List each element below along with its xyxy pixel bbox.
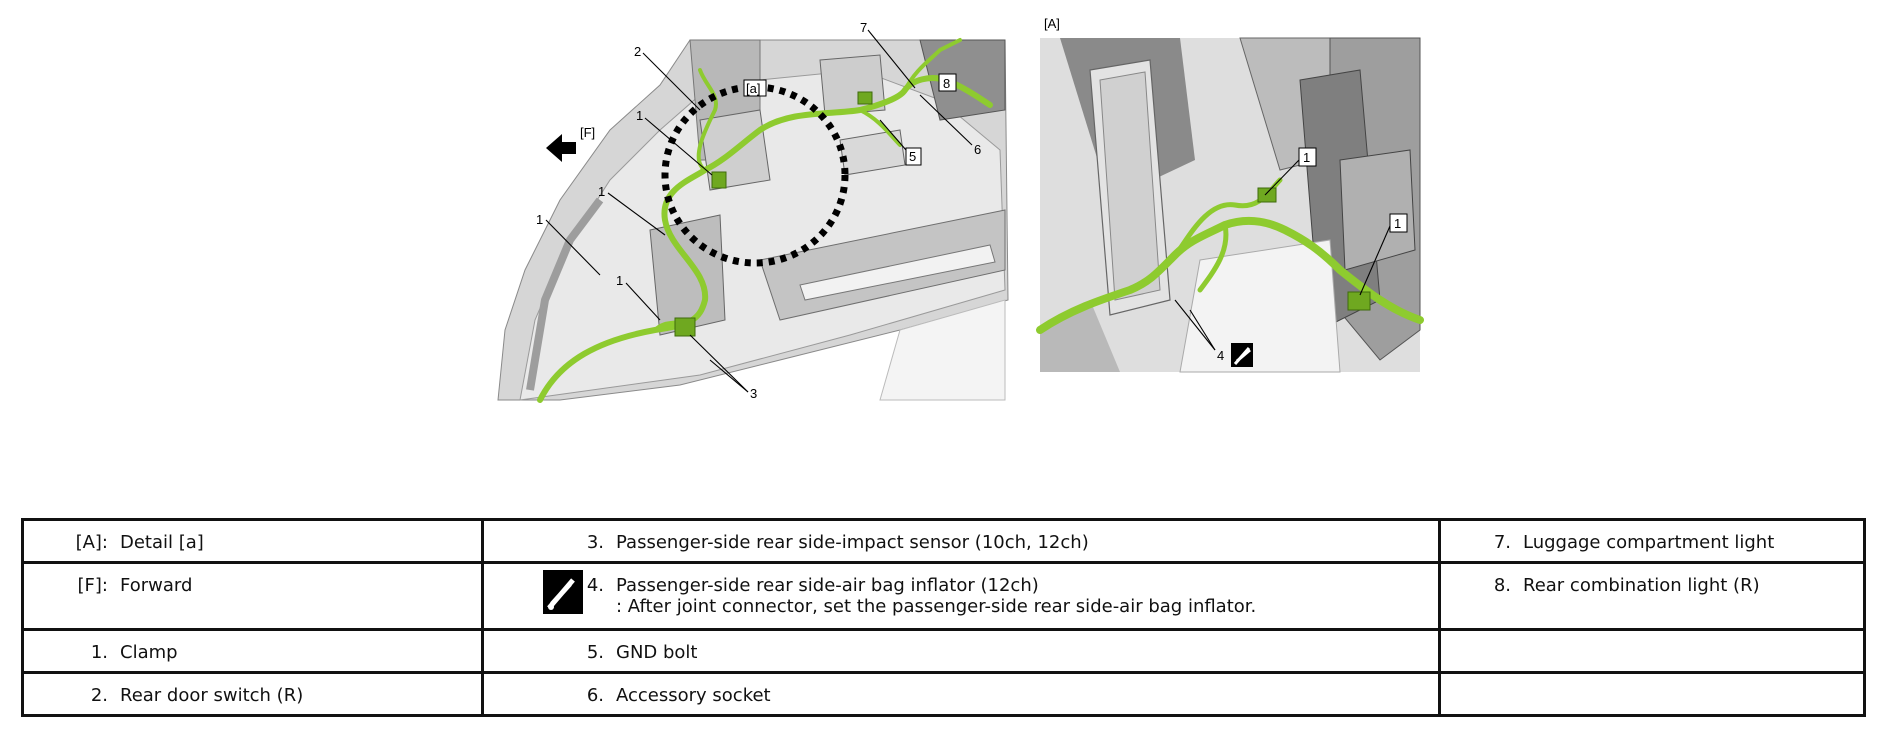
callout-1-a: 1 [636,108,643,123]
callout-1-f: 1 [1394,216,1401,231]
legend-key: 6. [586,685,604,706]
legend-key: [A]: [75,532,108,553]
legend-key: [F]: [77,575,108,596]
legend-key: 2. [90,685,108,706]
detail-a-callout: [a] [746,81,760,96]
legend-text: GND bolt [616,642,698,663]
callout-2: 2 [634,44,641,59]
callout-8: 8 [943,76,950,91]
legend-text: Accessory socket [616,685,771,706]
harness-routing-illustration: [F] [a] 2 1 1 1 1 3 7 8 6 5 [A] [497,16,1424,403]
legend-text: Luggage compartment light [1523,532,1775,553]
main-view: [F] [a] 2 1 1 1 1 3 7 8 6 5 [497,20,1009,403]
legend-key: 8. [1493,575,1511,596]
legend-note: : After joint connector, set the passeng… [616,596,1257,617]
detail-view-a: [A] 1 1 4 [1036,16,1424,373]
callout-3: 3 [750,386,757,401]
callout-1-e: 1 [1303,150,1310,165]
legend-text: Clamp [120,642,178,663]
legend-key: 4. [586,575,604,596]
callout-5: 5 [909,149,916,164]
callout-1-c: 1 [536,212,543,227]
callout-1-b: 1 [598,184,605,199]
parts-legend-table: [A]: Detail [a] 3. Passenger-side rear sid… [21,518,1866,717]
legend-text: Passenger-side rear side-air bag inflato… [616,575,1039,596]
panel-a-label: [A] [1044,16,1060,31]
forward-arrow-icon [546,134,576,162]
legend-text: Rear door switch (R) [120,685,304,706]
callout-7: 7 [860,20,867,35]
legend-text: Rear combination light (R) [1523,575,1760,596]
callout-4: 4 [1217,348,1224,363]
caution-notice-icon [1231,343,1253,367]
legend-key: 7. [1493,532,1511,553]
legend-key: 5. [586,642,604,663]
legend-row: [A]: Detail [a] 3. Passenger-side rear sid… [21,518,1866,564]
legend-text: Forward [120,575,193,596]
legend-text: Detail [a] [120,532,204,553]
callout-1-d: 1 [616,273,623,288]
legend-row: [F]: Forward 4. Passenger-side rear side-… [21,561,1866,631]
legend-key: 3. [586,532,604,553]
legend-row: 1. Clamp 5. GND bolt [21,628,1866,674]
caution-notice-icon [542,570,583,614]
legend-key: 1. [90,642,108,663]
legend-row: 2. Rear door switch (R) 6. Accessory socke… [21,671,1866,717]
legend-text: Passenger-side rear side-impact sensor (… [616,532,1089,553]
forward-callout: [F] [580,125,595,140]
callout-6: 6 [974,142,981,157]
